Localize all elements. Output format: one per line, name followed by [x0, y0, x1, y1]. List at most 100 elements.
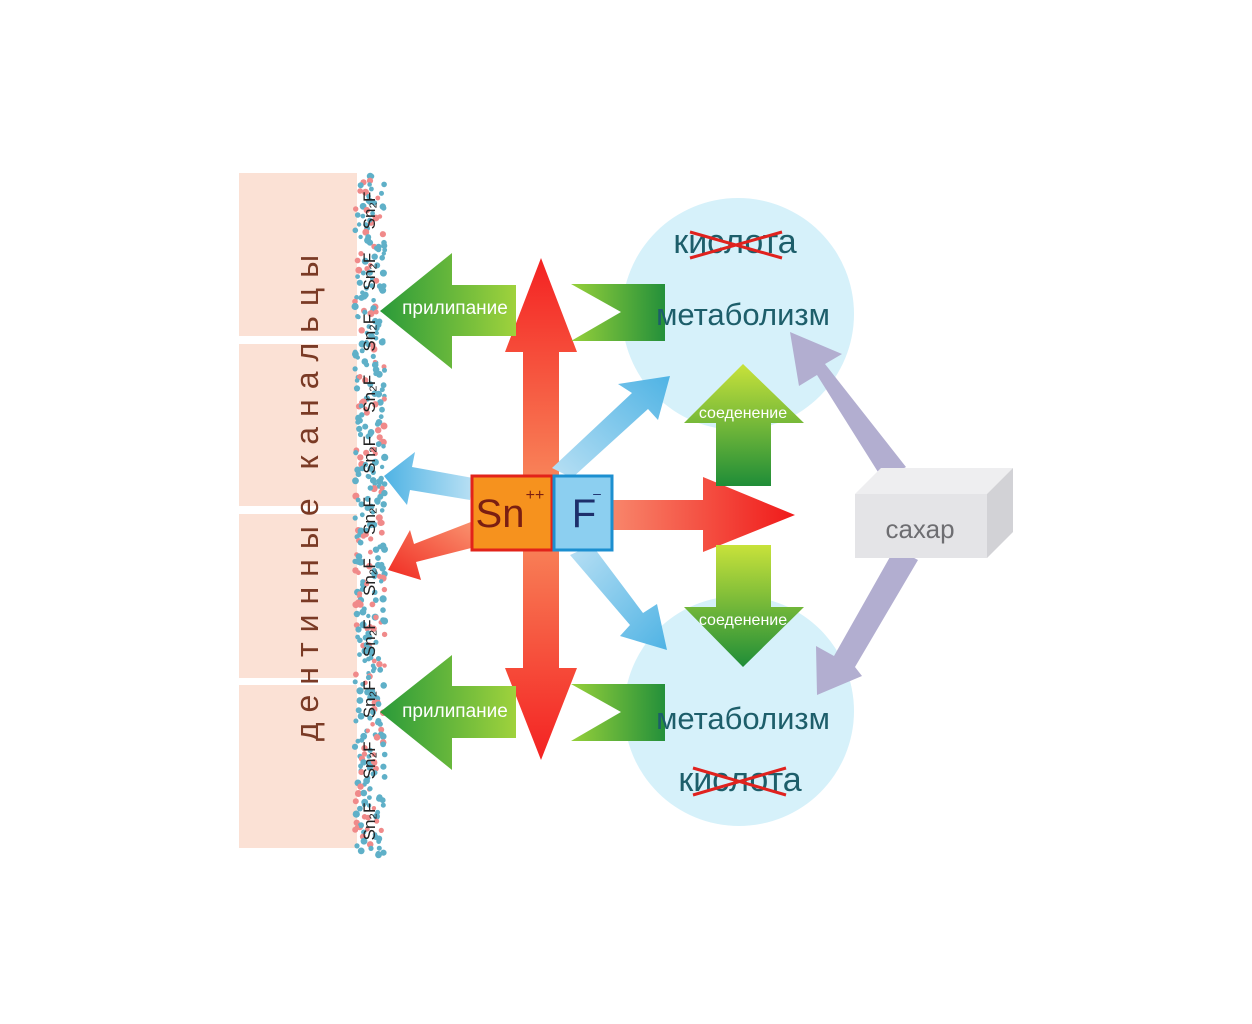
particle-dot — [369, 283, 375, 289]
dentin-block — [239, 514, 357, 678]
particle-dot — [375, 555, 381, 561]
sn2f-label: Sn₂F — [360, 253, 379, 291]
particle-dot — [370, 521, 378, 528]
particle-dot — [367, 795, 372, 800]
particle-dot — [366, 172, 374, 180]
dentin-block — [239, 344, 357, 506]
acid-label-top: кислота — [673, 223, 796, 261]
red-left-arrow — [388, 520, 483, 580]
particle-dot — [366, 766, 372, 771]
particle-dot — [373, 371, 378, 377]
particle-dot — [374, 262, 381, 269]
particle-dot — [365, 674, 372, 681]
particle-dot — [357, 805, 363, 812]
particle-dot — [352, 366, 358, 372]
particle-dot — [354, 212, 361, 218]
particle-dot — [370, 469, 376, 475]
particle-dot — [361, 829, 367, 835]
dentin-label: дентинные канальцы — [289, 245, 325, 741]
dentin-block — [239, 173, 357, 336]
particle-dot — [376, 845, 382, 851]
particle-dot — [382, 663, 387, 668]
cross-out-icon — [692, 766, 787, 797]
particle-dot — [371, 458, 379, 466]
particle-dot — [376, 478, 384, 486]
particle-dot — [364, 826, 370, 832]
particle-dot — [380, 682, 388, 689]
particle-dot — [356, 570, 361, 576]
particle-dot — [368, 332, 375, 340]
cross-out-icon — [689, 230, 783, 260]
particle-dot — [362, 309, 368, 315]
particle-dot — [352, 798, 359, 805]
particle-dot — [361, 647, 369, 655]
fluoride-symbol: F — [572, 492, 596, 536]
particle-dot — [372, 574, 377, 580]
bacteria-circle-top — [622, 198, 854, 430]
particle-dot — [380, 741, 386, 748]
particle-dot — [357, 712, 365, 720]
particle-dot — [364, 285, 369, 291]
particle-dot — [358, 769, 365, 776]
particle-dot — [375, 701, 381, 707]
fluoride-charge: – — [593, 485, 601, 501]
particle-dot — [366, 239, 374, 246]
particle-dot — [364, 581, 370, 587]
particle-dot — [379, 406, 385, 413]
particle-dot — [363, 642, 369, 648]
particle-dot — [370, 305, 377, 312]
particle-dot — [370, 771, 376, 777]
particle-dot — [371, 806, 377, 811]
particle-dot — [362, 658, 368, 664]
particle-dot — [372, 214, 380, 222]
particle-dot — [381, 251, 386, 256]
particle-dot — [370, 625, 377, 632]
particle-dot — [362, 228, 370, 236]
particle-dot — [375, 195, 381, 201]
particle-dot — [374, 245, 380, 251]
particle-dot — [364, 505, 371, 511]
particle-dot — [366, 754, 372, 759]
particle-dot — [351, 743, 359, 750]
particle-dot — [363, 527, 370, 534]
particle-dot — [380, 501, 387, 508]
metabolism-label-bottom: метаболизм — [656, 701, 830, 736]
particle-dot — [365, 728, 370, 733]
particle-dot — [353, 671, 359, 678]
particle-dot — [379, 797, 386, 804]
particle-dot — [370, 353, 376, 359]
particle-dot — [356, 697, 364, 704]
particle-dot — [364, 330, 370, 336]
particle-dot — [381, 489, 388, 497]
particle-dot — [375, 850, 381, 857]
particle-dot — [379, 508, 385, 513]
particle-dot — [374, 330, 379, 336]
particle-dot — [367, 747, 373, 753]
particle-dot — [354, 378, 360, 383]
particle-dot — [379, 733, 387, 740]
particle-dot — [374, 325, 380, 332]
particle-dot — [367, 485, 373, 491]
sn2f-labels: Sn₂FSn₂FSn₂FSn₂FSn₂FSn₂FSn₂FSn₂FSn₂FSn₂F… — [360, 192, 379, 841]
purple-arrow-up — [790, 332, 906, 480]
particle-dot — [376, 839, 382, 844]
particle-dot — [360, 270, 366, 276]
particle-dot — [358, 403, 364, 409]
particle-dot — [359, 737, 365, 743]
particle-dot — [369, 186, 374, 192]
particle-dot — [380, 802, 386, 808]
particle-dot — [353, 610, 361, 618]
tin-ion-box: Sn ++ — [470, 474, 554, 552]
particle-dot — [372, 597, 379, 603]
particle-dot — [355, 471, 362, 478]
particle-dot — [367, 182, 372, 187]
particle-dot — [377, 666, 384, 673]
particle-dot — [372, 401, 379, 408]
particle-dot — [372, 589, 378, 595]
particle-dot — [362, 634, 369, 641]
particle-dot — [373, 734, 381, 741]
particle-dot — [356, 687, 364, 695]
particle-dot — [355, 626, 362, 633]
particle-dot — [366, 562, 373, 570]
particle-dot — [373, 639, 379, 645]
